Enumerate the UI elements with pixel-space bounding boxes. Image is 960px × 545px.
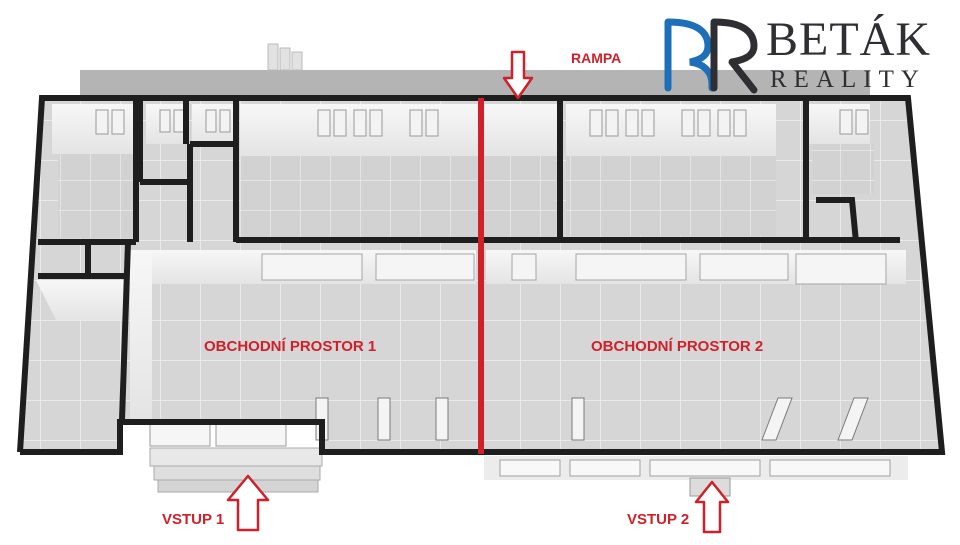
logo-subtitle: REALITY [770, 66, 926, 93]
logo-br-mark [664, 18, 758, 94]
walls [17, 95, 946, 455]
rampa-label: RAMPA [571, 50, 622, 66]
vstup-2-label: VSTUP 2 [627, 511, 690, 528]
logo-name: BETÁK [766, 13, 931, 66]
vstup-1-label: VSTUP 1 [162, 511, 225, 528]
storefront [484, 456, 908, 497]
arrow-up-icon [226, 474, 270, 532]
arrow-up-icon [694, 480, 730, 534]
windows [95, 109, 869, 137]
hall-openings [261, 253, 887, 285]
space-2-label: OBCHODNÍ PROSTOR 2 [591, 338, 764, 355]
entrance-steps-1 [149, 423, 323, 493]
rampa-steps [267, 43, 303, 71]
back-room-floors [58, 144, 874, 238]
arrow-down-icon [502, 50, 534, 100]
space-1-label: OBCHODNÍ PROSTOR 1 [204, 338, 377, 355]
